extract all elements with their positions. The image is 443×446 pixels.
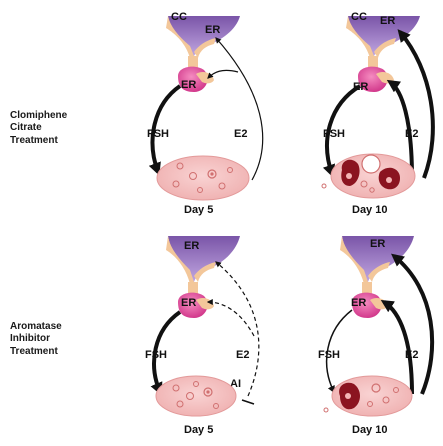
row2-label: Aromatase Inhibitor Treatment <box>10 321 64 357</box>
row1-label: Clomiphene Citrate Treatment <box>10 110 70 146</box>
pit-er-label: ER <box>181 79 196 91</box>
hypothalamus <box>166 16 240 58</box>
e2-arrow-pit <box>206 299 255 337</box>
ai-label: AI <box>230 378 241 390</box>
e2-arrow-hyp <box>215 261 260 397</box>
ai-block-bar <box>241 399 255 405</box>
panel-ai-day5: ER ER FSH E2 AI Day 5 <box>145 236 260 436</box>
e2-label: E2 <box>234 128 247 140</box>
pituitary-stalk <box>188 282 198 296</box>
day-label: Day 10 <box>352 424 387 436</box>
e2-arrow-hyp <box>397 29 435 179</box>
e2-label: E2 <box>405 349 418 361</box>
day-label: Day 5 <box>184 204 213 216</box>
pit-er-label: ER <box>181 297 196 309</box>
hyp-er-label: ER <box>380 15 395 27</box>
day-label: Day 5 <box>184 424 213 436</box>
pit-er-label: ER <box>351 297 366 309</box>
e2-label: E2 <box>236 349 249 361</box>
fsh-arrow <box>150 310 182 396</box>
fsh-arrow <box>322 84 362 178</box>
hyp-er-label: ER <box>370 238 385 250</box>
cc-label: CC <box>171 11 187 23</box>
cc-label: CC <box>351 11 367 23</box>
fsh-label: FSH <box>145 349 167 361</box>
e2-label: E2 <box>405 128 418 140</box>
e2-arrow-hyp <box>391 253 435 395</box>
fsh-arrow <box>148 84 182 176</box>
panel-cc-day10: CC ER ER FSH E2 Day 10 <box>321 11 435 216</box>
hyp-er-label: ER <box>205 24 220 36</box>
fsh-label: FSH <box>323 128 345 140</box>
hypothalamus <box>346 16 420 58</box>
pituitary-stalk <box>362 282 372 296</box>
fsh-label: FSH <box>318 349 340 361</box>
e2-arrow-hyp <box>215 37 264 181</box>
hypothalamus <box>166 236 240 284</box>
panel-ai-day10: ER ER FSH E2 Day 10 <box>318 236 435 436</box>
hyp-er-label: ER <box>184 240 199 252</box>
panel-cc-day5: CC ER ER FSH E2 Day 5 <box>147 11 264 216</box>
fsh-arrow <box>326 309 353 394</box>
e2-arrow-pit <box>207 69 239 79</box>
ovary <box>156 155 250 201</box>
fsh-label: FSH <box>147 128 169 140</box>
e2-arrow-pit <box>386 79 414 179</box>
ovary <box>155 375 237 417</box>
e2-arrow-pit <box>380 299 414 395</box>
hypothalamus <box>340 236 414 284</box>
ovary <box>323 375 413 417</box>
ovary <box>321 153 416 199</box>
day-label: Day 10 <box>352 204 387 216</box>
